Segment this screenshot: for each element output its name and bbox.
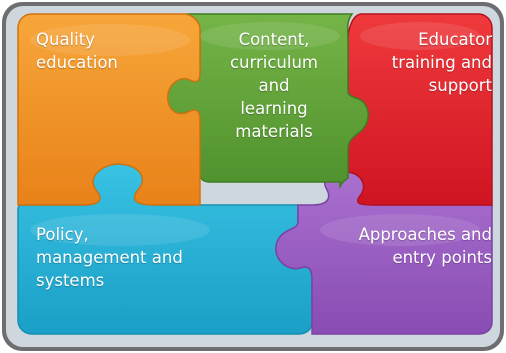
piece-quality-shape: [17, 13, 201, 206]
piece-content-label: Content, curriculum and learning materia…: [229, 30, 319, 141]
piece-policy-label: Policy, management and systems: [36, 225, 183, 290]
piece-quality-label: Quality education: [36, 30, 118, 72]
piece-approaches-label: Approaches and entry points: [358, 225, 492, 267]
piece-educator-label: Educator training and support: [391, 30, 492, 95]
